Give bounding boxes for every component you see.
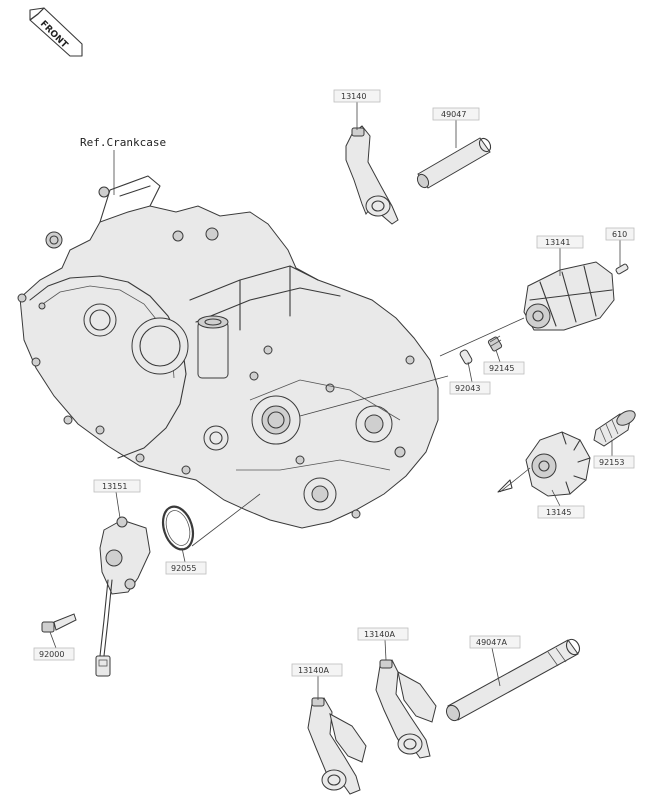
part-tag-92145[interactable]: 92145	[483, 361, 525, 375]
part-number: 92000	[39, 650, 64, 659]
part-number: 13140A	[298, 666, 329, 675]
ref-crankcase-label: Ref.Crankcase	[80, 136, 166, 149]
pin-92043	[459, 349, 473, 365]
bolt-92153	[593, 410, 636, 447]
part-number: 92153	[599, 458, 624, 467]
part-number: 610	[612, 230, 627, 239]
part-tag-610[interactable]: 610	[605, 227, 635, 241]
part-tag-49047a[interactable]: 49047A	[469, 635, 521, 649]
part-number: 13151	[102, 482, 127, 491]
shift-fork-13140a-right	[375, 659, 437, 759]
part-tag-92055[interactable]: 92055	[165, 561, 207, 575]
part-tag-92043[interactable]: 92043	[449, 381, 491, 395]
pin-610	[615, 263, 629, 275]
shaft-49047	[416, 137, 492, 189]
sensor-13151	[95, 516, 151, 677]
shift-fork-13140	[345, 125, 399, 225]
part-tag-92000[interactable]: 92000	[33, 647, 75, 661]
part-number: 49047A	[476, 638, 507, 647]
o-ring-92055	[161, 505, 195, 551]
shift-drum-13141	[523, 261, 615, 331]
part-tag-13140a-right[interactable]: 13140A	[357, 627, 409, 641]
part-number: 92145	[489, 364, 514, 373]
leader-lines	[49, 102, 621, 700]
bolt-92000	[41, 613, 77, 633]
shaft-49047a	[446, 638, 581, 722]
part-number: 13145	[546, 508, 571, 517]
front-label: FRONT	[38, 19, 70, 51]
shift-cam-13145	[525, 431, 591, 497]
part-tag-13140a-left[interactable]: 13140A	[291, 663, 343, 677]
part-number: 49047	[441, 110, 466, 119]
part-tag-13151[interactable]: 13151	[93, 479, 141, 493]
part-tag-49047[interactable]: 49047	[432, 107, 480, 121]
part-tag-13140[interactable]: 13140	[333, 89, 381, 103]
part-number: 92043	[455, 384, 480, 393]
crankcase	[17, 175, 439, 529]
part-number: 13140A	[364, 630, 395, 639]
shift-fork-13140a-left	[307, 697, 367, 795]
part-number: 92055	[171, 564, 196, 573]
part-number: 13141	[545, 238, 570, 247]
part-tag-13145[interactable]: 13145	[537, 505, 585, 519]
part-number: 13140	[341, 92, 366, 101]
pin-92145	[487, 335, 503, 352]
part-tag-92153[interactable]: 92153	[593, 455, 635, 469]
front-arrow: FRONT	[29, 7, 83, 57]
part-tag-13141[interactable]: 13141	[536, 235, 584, 249]
